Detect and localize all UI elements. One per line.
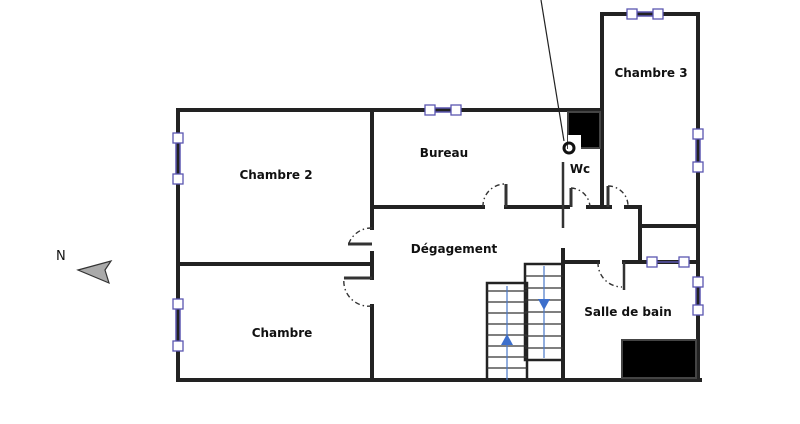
leader-line [540, 0, 565, 142]
stair-down-arrow [538, 299, 550, 310]
staircase [485, 262, 565, 382]
compass [76, 259, 113, 285]
stair-up-arrow [501, 334, 513, 345]
compass-label: N [56, 249, 66, 264]
room-label-chambre-2: Chambre 2 [239, 168, 313, 182]
wc-cistern [567, 111, 601, 149]
room-label-salle-de-bain: Salle de bain [584, 305, 672, 319]
fixtures [562, 111, 697, 379]
bathtub [621, 339, 697, 379]
room-label-degagement: Dégagement [410, 242, 498, 256]
room-label-chambre: Chambre [251, 326, 313, 340]
exterior-walls [176, 12, 702, 382]
interior-walls [176, 108, 700, 382]
north-arrow-icon [76, 259, 113, 285]
room-label-chambre-3: Chambre 3 [614, 66, 688, 80]
windows [172, 8, 704, 352]
room-label-bureau: Bureau [419, 146, 469, 160]
toilet-icon [562, 141, 576, 155]
room-label-wc: Wc [569, 162, 591, 176]
doors [343, 183, 629, 307]
